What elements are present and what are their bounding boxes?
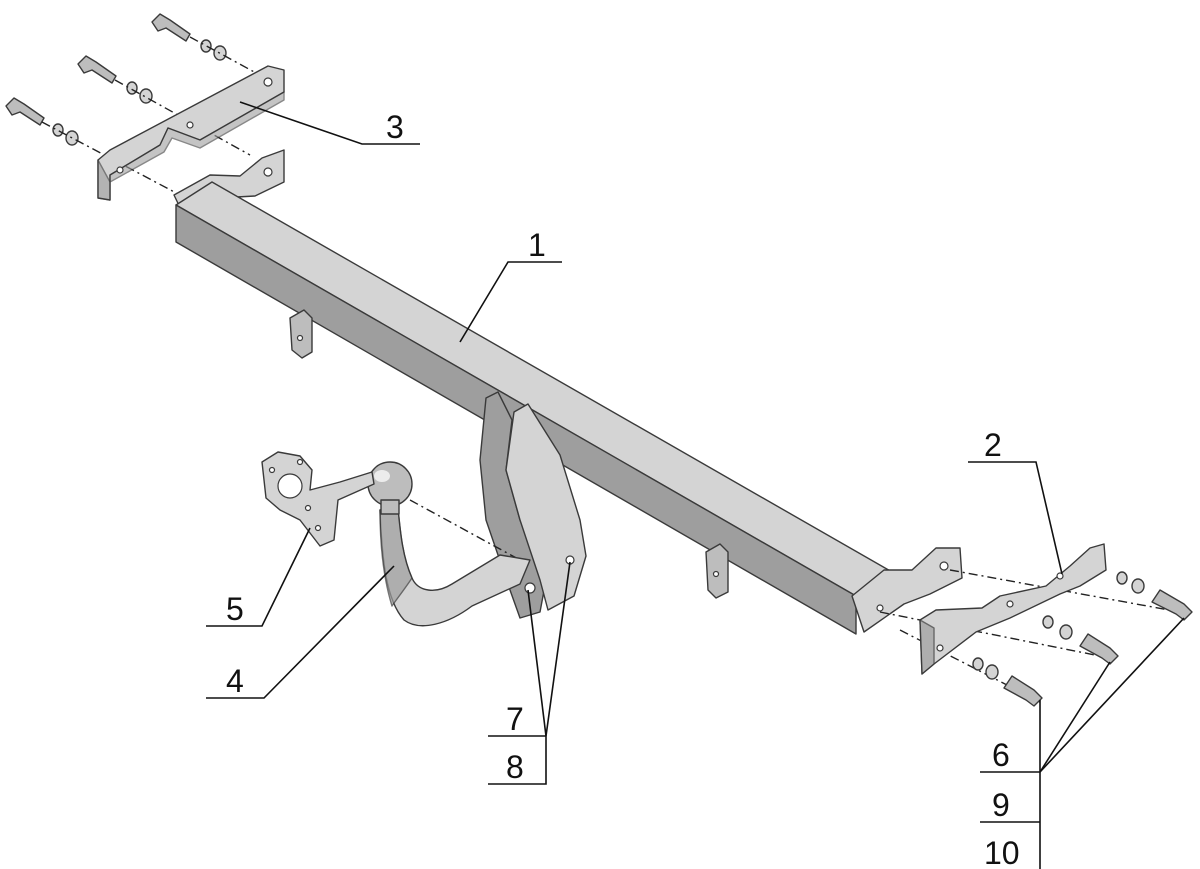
leader-6b xyxy=(1039,661,1111,773)
part-2-bracket xyxy=(919,543,1107,675)
leader-6c xyxy=(1039,617,1185,773)
leader-3 xyxy=(239,101,420,145)
leader-lines xyxy=(206,101,1185,869)
callout-7: 7 xyxy=(506,701,524,737)
leader-7a xyxy=(527,589,547,737)
callout-3: 3 xyxy=(386,109,404,145)
callout-9: 9 xyxy=(992,787,1010,823)
leader-5 xyxy=(206,527,311,627)
leader-1 xyxy=(459,261,562,343)
callout-labels: 3 1 2 5 4 7 8 6 9 10 xyxy=(226,109,1020,869)
callout-4: 4 xyxy=(226,663,244,699)
part-3-bracket xyxy=(97,65,285,201)
leader-2 xyxy=(968,461,1063,575)
callout-6: 6 xyxy=(992,737,1010,773)
callout-5: 5 xyxy=(226,591,244,627)
leader-7b xyxy=(545,561,571,737)
callout-1: 1 xyxy=(528,227,546,263)
leader-8 xyxy=(488,736,547,785)
callout-2: 2 xyxy=(984,427,1002,463)
part-4-towball xyxy=(367,461,531,627)
right-bolts xyxy=(972,571,1193,707)
leader-4 xyxy=(206,565,395,699)
callout-10: 10 xyxy=(984,835,1020,869)
part-5-socket-plate xyxy=(261,451,375,547)
callout-8: 8 xyxy=(506,749,524,785)
